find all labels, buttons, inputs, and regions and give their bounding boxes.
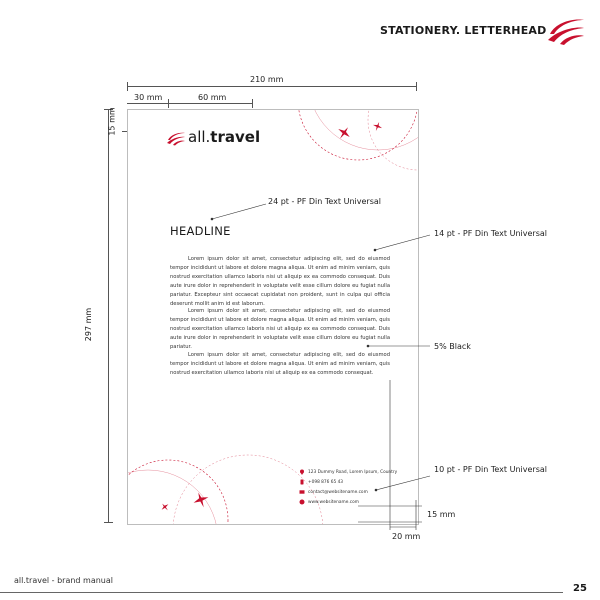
body-paragraph: Lorem ipsum dolor sit amet, consectetur … [170,255,390,309]
location-icon [300,469,304,475]
dim-tick [104,522,113,523]
dim-tick [168,99,169,108]
page-number: 25 [573,583,587,594]
top-margin-label: 15 mm [107,107,117,136]
dim-tick [416,82,417,91]
height-dimension-line [108,109,109,523]
logo-light-text: all. [188,128,211,146]
body-spec-label: 14 pt - PF Din Text Universal [434,229,547,238]
email-text: contact@websitename.com [308,490,368,495]
paragraph-text: Lorem ipsum dolor sit amet, consectetur … [170,256,390,307]
globe-icon [299,499,305,505]
email-icon [299,490,305,494]
dim-tick [127,82,128,91]
logo-wordmark: all.travel [188,128,260,146]
airplane-icon [372,121,383,132]
footer-divider [0,592,563,593]
logo-bold-text: travel [210,128,261,146]
letter-headline: HEADLINE [170,224,231,238]
contact-website: www.websitename.com [299,499,359,505]
height-total-label: 297 mm [84,307,94,342]
dim-tick [252,99,253,108]
headline-spec-label: 24 pt - PF Din Text Universal [268,197,381,206]
margin-dimension-line [127,103,252,104]
phone-text: +098 876 65 43 [308,480,344,485]
paragraph-text: Lorem ipsum dolor sit amet, consectetur … [170,352,390,376]
contact-email: contact@websitename.com [299,490,368,495]
phone-icon [300,479,304,485]
brand-swoosh-icon [548,19,584,45]
right-margin-label: 20 mm [392,532,421,541]
logo-width-label: 60 mm [198,93,227,102]
website-text: www.websitename.com [308,500,359,505]
bottom-margin-label: 15 mm [427,510,456,519]
letterhead-sheet [127,109,419,525]
page-title: STATIONERY. LETTERHEAD [380,24,547,37]
decorative-flight-paths [128,110,418,524]
background-spec-label: 5% Black [434,342,471,351]
left-margin-label: 30 mm [134,93,163,102]
airplane-icon [161,503,169,511]
body-paragraph: Lorem ipsum dolor sit amet, consectetur … [170,351,390,378]
footer-brand: all.travel - brand manual [14,576,113,585]
paragraph-text: Lorem ipsum dolor sit amet, consectetur … [170,308,390,350]
airplane-icon [193,492,209,508]
address-text: 123 Dummy Road, Lorem Ipsum, Country [308,470,398,475]
airplane-icon [338,127,350,139]
width-total-label: 210 mm [250,75,284,84]
dim-tick [104,109,113,110]
brand-swoosh-icon [167,132,185,146]
contact-address: 123 Dummy Road, Lorem Ipsum, Country [300,469,398,475]
body-paragraph: Lorem ipsum dolor sit amet, consectetur … [170,307,390,352]
contact-spec-label: 10 pt - PF Din Text Universal [434,465,547,474]
contact-phone: +098 876 65 43 [300,479,344,485]
width-dimension-line [127,86,417,87]
